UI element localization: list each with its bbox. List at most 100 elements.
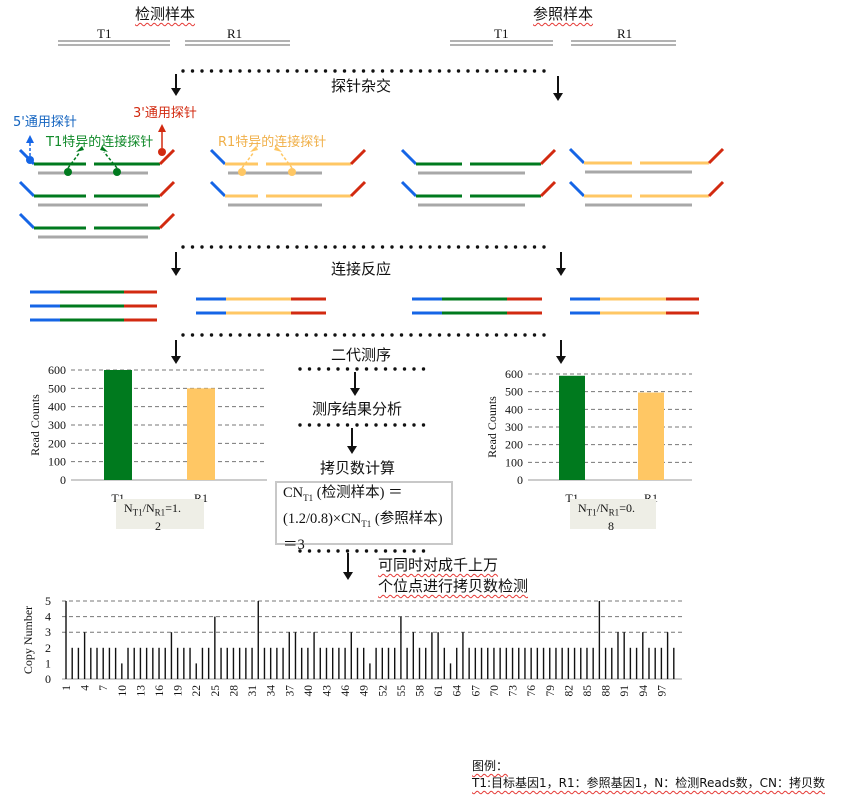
dot-connector [523, 245, 527, 249]
chart-copy-number-xtick-label: 4 [80, 685, 92, 691]
chart-left-bar-r1 [187, 388, 215, 480]
hyb-t1-left-1-red [158, 180, 176, 198]
probe3-dot [158, 148, 166, 156]
dot-connector [380, 245, 385, 249]
dot-connector [513, 69, 518, 73]
legend-title: 图例： [472, 759, 509, 773]
t1-arrow [76, 146, 84, 152]
dot-analysis [345, 423, 350, 427]
dot-connector [200, 69, 204, 73]
ratio-val: =0. [619, 501, 635, 515]
dot-connector [456, 245, 461, 249]
dot-analysis [374, 423, 378, 427]
dot-connector [342, 69, 347, 73]
dot-analysis [355, 423, 359, 427]
dot-connector [361, 245, 366, 249]
dot-connector [399, 333, 404, 337]
dot-connector [276, 333, 280, 337]
dot-cn [393, 549, 397, 553]
dot-connector [475, 245, 480, 249]
dot-connector [523, 69, 527, 73]
dot-analysis [298, 423, 302, 427]
dot-analysis [336, 423, 340, 427]
hyb-t1-right-1-red [539, 180, 557, 198]
dot-connector [437, 333, 442, 337]
chart-copy-number-xtick-label: 55 [396, 685, 408, 697]
chart-copy-number-xtick-label: 46 [340, 685, 352, 697]
dot-cn [355, 549, 359, 553]
dot-connector [380, 333, 385, 337]
t1-arrow [100, 146, 108, 152]
dot-connector [466, 333, 470, 337]
r1-probe-label: R1特异的连接探针 [218, 135, 327, 150]
chart-right-ytick-label: 500 [505, 385, 523, 399]
dot-connector [181, 333, 185, 337]
dot-cn [307, 549, 312, 553]
dot-connector [418, 333, 423, 337]
dot-ngs [402, 367, 407, 371]
chart-left-ylabel: Read Counts [28, 394, 42, 456]
probe3-label: 3'通用探针 [133, 106, 197, 121]
chart-left-ytick-label: 0 [60, 473, 66, 487]
dot-connector [257, 69, 261, 73]
chart-copy-number-xtick-label: 16 [154, 685, 166, 697]
ref-sample-title: 参照样本 [533, 5, 594, 23]
hyb-r1-left-1-red [349, 180, 367, 198]
probe3-arrow [158, 124, 166, 132]
ratio-left: NT1/NR1=1. 2 [116, 499, 204, 533]
chart-copy-number-xtick-label: 91 [619, 685, 631, 697]
dot-connector [504, 245, 508, 249]
formula-ratio: (1.2/0.8)×CN [283, 510, 362, 527]
chart-copy-number-xtick-label: 1 [61, 685, 73, 691]
dot-connector [399, 245, 404, 249]
chart-copy-number-xtick-label: 43 [321, 685, 333, 697]
dot-connector [513, 333, 518, 337]
dot-connector [513, 245, 518, 249]
dot-cn [326, 549, 331, 553]
dot-connector [285, 333, 290, 337]
dot-connector [418, 69, 423, 73]
chart-right-ylabel: Read Counts [485, 396, 499, 458]
dot-connector [437, 69, 442, 73]
dot-cn [298, 549, 302, 553]
t1-pointer [67, 151, 81, 169]
dot-connector [504, 333, 508, 337]
hyb-r1-right-1-blue [568, 180, 586, 198]
hyb-r1-left-0-red [349, 148, 367, 166]
dot-connector [532, 69, 537, 73]
dot-connector [238, 333, 242, 337]
step-ligation: 连接反应 [331, 260, 392, 278]
dot-connector [390, 245, 394, 249]
chart-copy-number-xtick-label: 34 [266, 685, 278, 697]
dot-connector [219, 333, 223, 337]
dot-connector [304, 245, 309, 249]
dot-connector [314, 69, 318, 73]
chart-copy-number-xtick-label: 97 [656, 685, 668, 697]
chart-copy-number-xtick-label: 49 [359, 685, 371, 697]
dot-connector [361, 333, 366, 337]
dot-connector [485, 69, 489, 73]
dot-analysis [421, 423, 426, 427]
dot-connector [456, 69, 461, 73]
dot-connector [304, 69, 309, 73]
hyb-r1-left-1-blue [209, 180, 227, 198]
chart-left-ytick-label: 500 [48, 381, 66, 395]
arrow-parallel-head [343, 572, 353, 580]
dot-connector [542, 69, 546, 73]
dot-analysis [383, 423, 388, 427]
dot-connector [209, 245, 214, 249]
dot-connector [352, 333, 356, 337]
chart-copy-number-xtick-label: 13 [135, 685, 147, 697]
dot-connector [409, 333, 413, 337]
ratio-val: =1. [165, 501, 181, 515]
dot-cn [374, 549, 378, 553]
dot-connector [456, 333, 461, 337]
dot-connector [485, 333, 489, 337]
cn-formula-box: CNT1 (检测样本) ＝ (1.2/0.8)×CNT1 (参照样本) ＝3 [275, 481, 453, 553]
chart-copy-number-xtick-label: 31 [247, 685, 259, 697]
dot-ngs [374, 367, 378, 371]
chart-right-ytick-label: 200 [505, 438, 523, 452]
arrow-left-lig-head [171, 268, 181, 276]
dot-connector [437, 245, 442, 249]
